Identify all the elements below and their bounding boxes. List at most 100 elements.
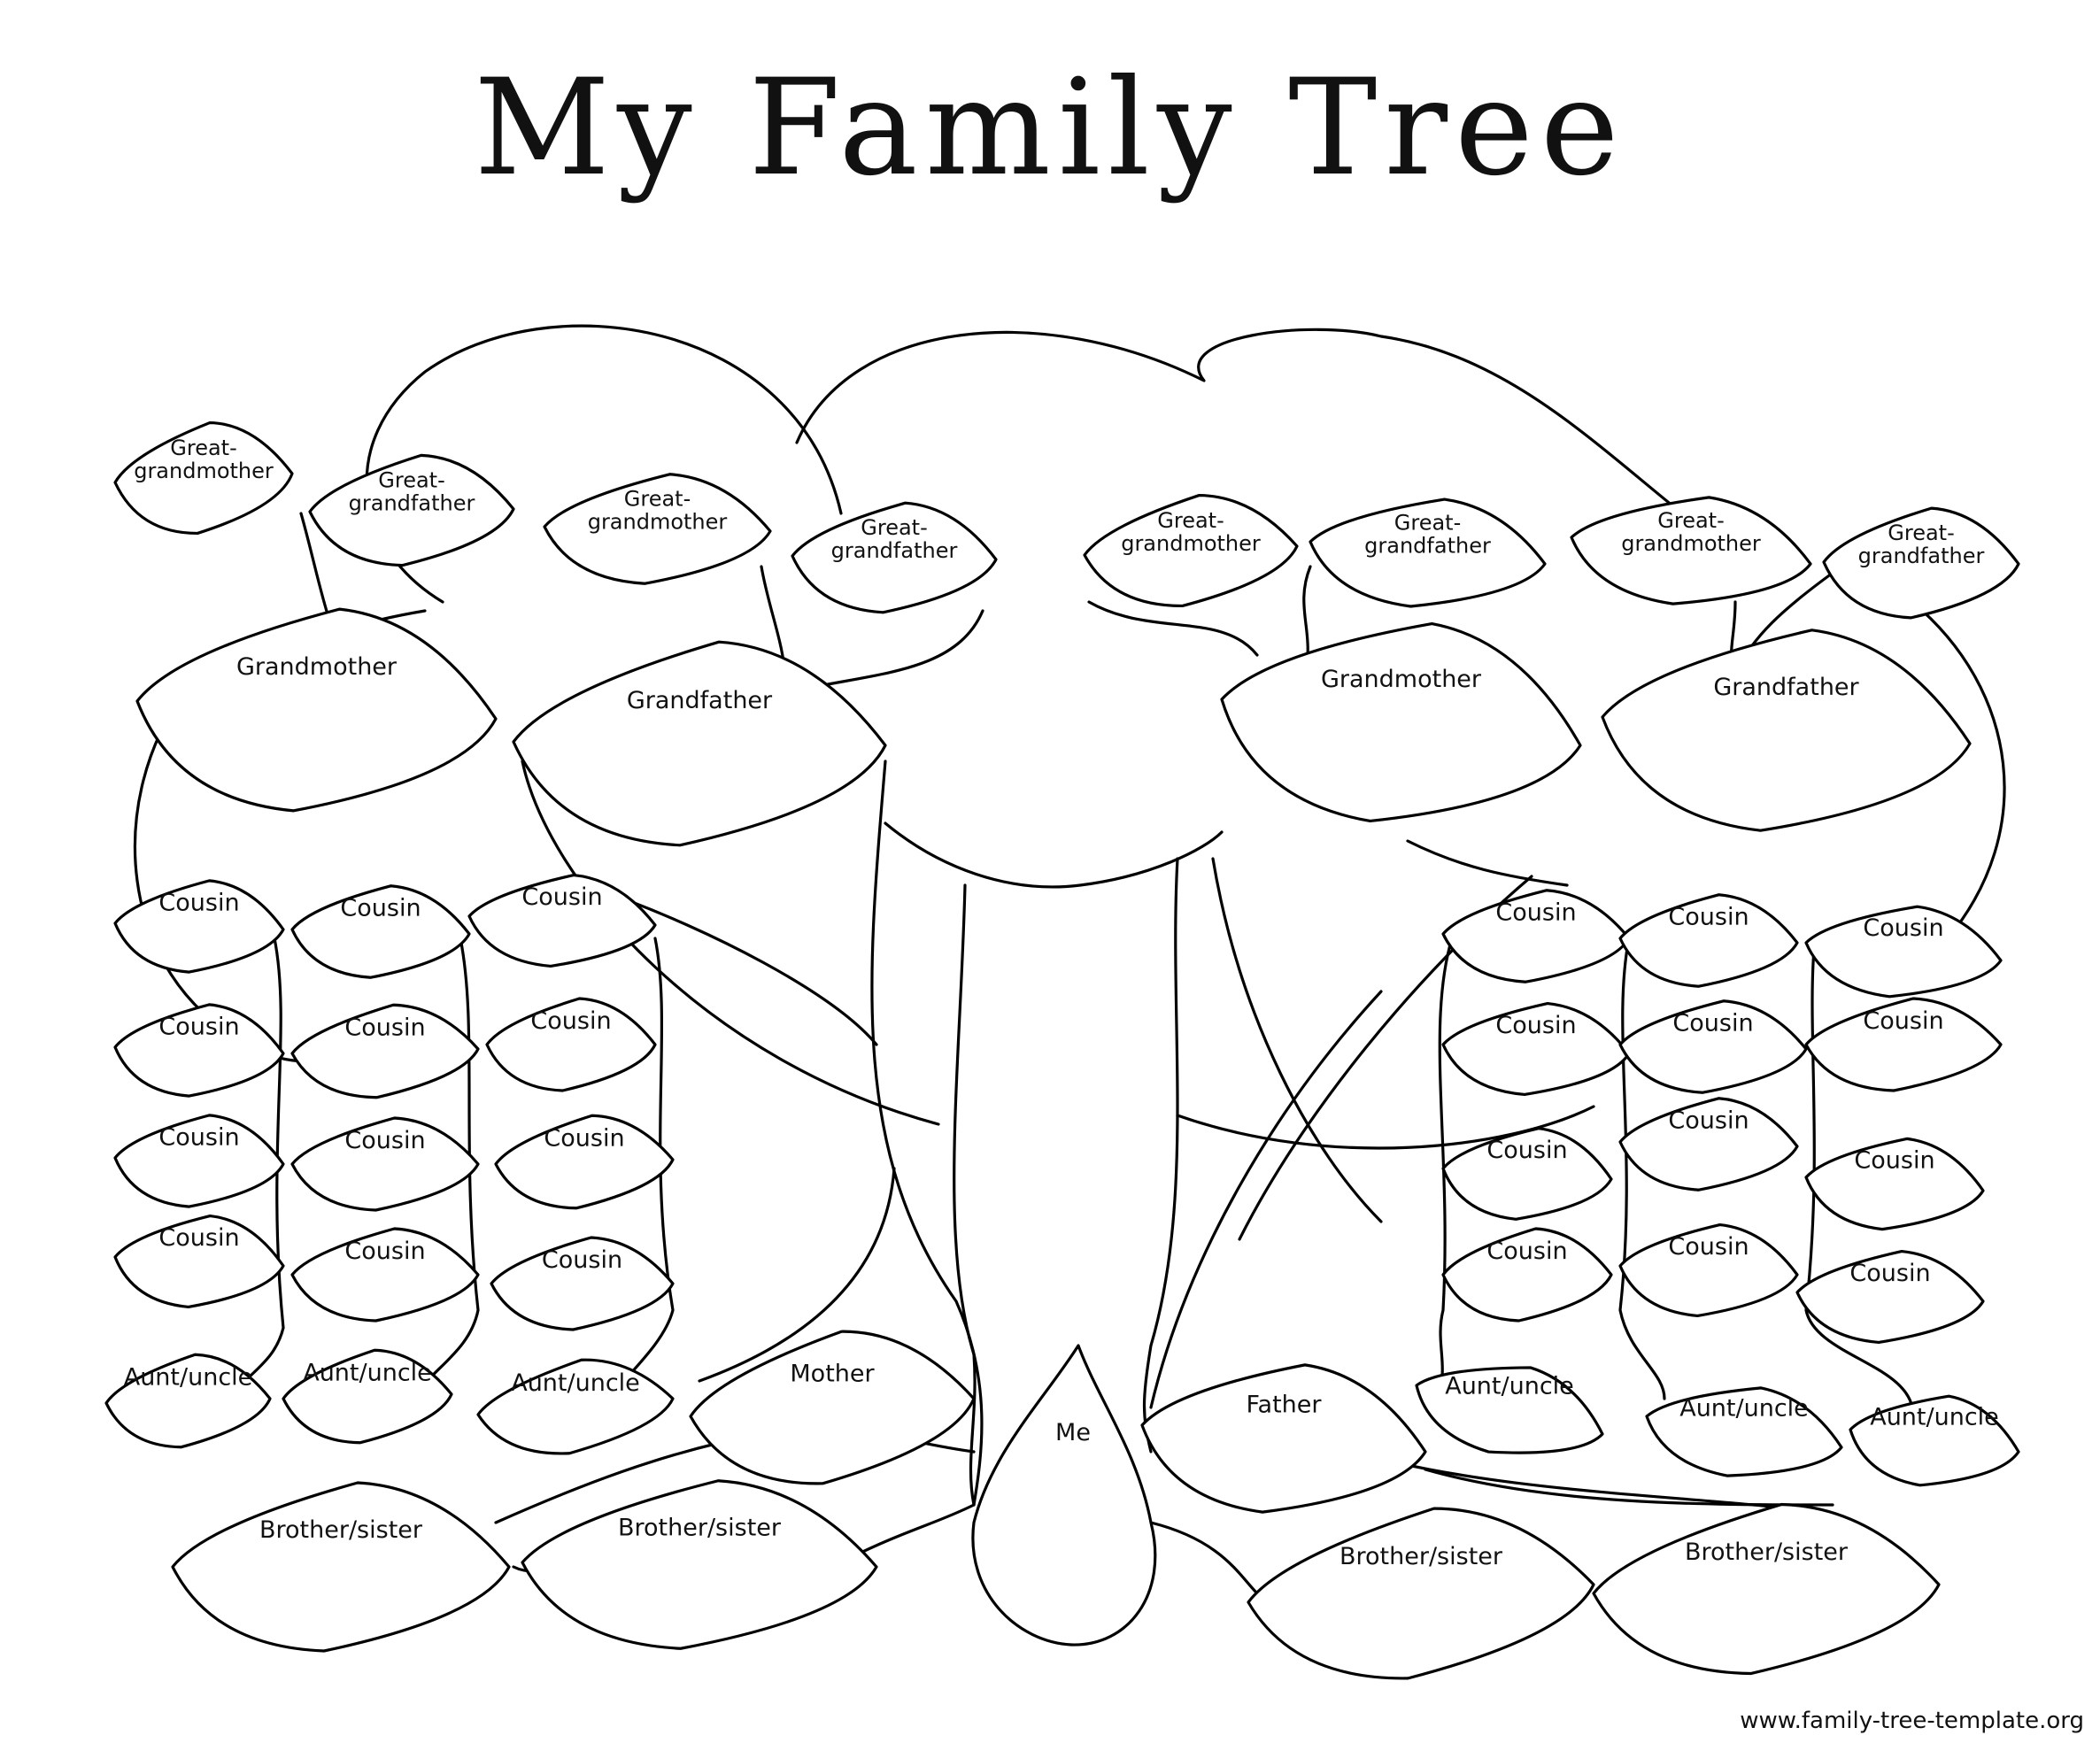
brother-sister-2-leaf-shape (521, 1479, 878, 1650)
cousin-14-label: Cousin (1668, 903, 1749, 930)
grandmother-maternal-label: Grandmother (1321, 666, 1482, 693)
cousin-8-leaf-shape (290, 1116, 480, 1212)
great-grandmother-2-leaf-shape (543, 473, 772, 585)
source-url: www.family-tree-template.org (1740, 1708, 2084, 1734)
canopy-outline-right-lower (1911, 600, 2006, 940)
cousin-7-leaf: Cousin (113, 1114, 285, 1208)
me-leaf-shape (971, 1344, 1157, 1647)
great-grandfather-4-leaf: Great-grandfather (1822, 506, 2020, 620)
cousin-12-label: Cousin (542, 1246, 622, 1274)
grandfather-maternal-leaf-shape (1601, 629, 1972, 832)
cousin-16-label: Cousin (1495, 1012, 1576, 1039)
great-grandmother-3-leaf-shape (1083, 493, 1299, 608)
great-grandfather-4-label: Great-grandfather (1858, 521, 1985, 568)
root-left-cross (870, 760, 984, 1507)
cousin-5-leaf: Cousin (290, 1003, 480, 1099)
father-leaf-shape (1140, 1363, 1427, 1514)
canopy-outline-top (795, 328, 1684, 515)
grandmother-maternal-leaf-shape (1220, 621, 1582, 823)
cousin-18-leaf: Cousin (1804, 997, 2003, 1092)
cousin-4-label: Cousin (158, 1013, 239, 1040)
cousin-16-leaf: Cousin (1441, 1001, 1631, 1097)
brother-sister-4-leaf-shape (1592, 1502, 1941, 1676)
vine-bottom-mid (848, 1503, 976, 1560)
great-grandfather-1-label: Great-grandfather (349, 467, 475, 515)
cousin-23-leaf: Cousin (1618, 1222, 1799, 1318)
cousin-8-label: Cousin (344, 1127, 425, 1154)
aunt-uncle-1-leaf: Aunt/uncle (104, 1353, 272, 1449)
brother-sister-4-leaf: Brother/sister (1592, 1502, 1941, 1676)
cousin-9-leaf-shape (494, 1114, 675, 1210)
cousin-17-leaf: Cousin (1618, 999, 1808, 1094)
great-grandfather-2-leaf-shape (791, 501, 998, 614)
cousin-8-leaf: Cousin (290, 1116, 480, 1212)
cousin-3-leaf: Cousin (467, 873, 657, 968)
cousin-20-leaf-shape (1618, 1097, 1799, 1192)
grandfather-paternal-label: Grandfather (627, 687, 773, 714)
trunk-right-edge (1142, 857, 1179, 1454)
cousin-6-leaf-shape (485, 997, 657, 1092)
mother-leaf-shape (689, 1330, 976, 1485)
great-grandfather-2-leaf: Great-grandfather (791, 501, 998, 614)
cousin-12-leaf-shape (490, 1236, 675, 1331)
cousin-5-leaf-shape (290, 1003, 480, 1099)
cousin-18-label: Cousin (1863, 1007, 1943, 1035)
cousin-22-leaf-shape (1441, 1227, 1613, 1323)
aunt-uncle-4-label: Aunt/uncle (1445, 1372, 1574, 1400)
cousin-14-leaf-shape (1618, 893, 1799, 988)
father-leaf: Father (1140, 1363, 1427, 1514)
cousin-21-label: Cousin (1854, 1146, 1934, 1174)
brother-sister-3-leaf-shape (1247, 1507, 1595, 1680)
cousin-1-leaf: Cousin (113, 879, 285, 974)
aunt-uncle-6-leaf: Aunt/uncle (1849, 1394, 2020, 1487)
cousin-3-leaf-shape (467, 873, 657, 968)
cousin-2-leaf: Cousin (290, 884, 471, 979)
grandmother-paternal-label: Grandmother (236, 653, 398, 681)
cousin-9-label: Cousin (544, 1124, 624, 1152)
grandmother-maternal-leaf: Grandmother (1220, 621, 1582, 823)
great-grandmother-3-leaf: Great-grandmother (1083, 493, 1299, 608)
aunt-uncle-3-leaf: Aunt/uncle (476, 1358, 675, 1455)
grandfather-maternal-leaf: Grandfather (1601, 629, 1972, 832)
mother-label: Mother (790, 1360, 875, 1387)
father-label: Father (1246, 1391, 1322, 1418)
cousin-24-leaf: Cousin (1795, 1249, 1985, 1345)
cousin-23-label: Cousin (1668, 1233, 1749, 1261)
cousin-18-leaf-shape (1804, 997, 2003, 1092)
cousin-10-leaf-shape (113, 1214, 285, 1309)
cousin-21-leaf: Cousin (1804, 1137, 1985, 1231)
great-grandfather-1-leaf-shape (308, 453, 515, 567)
brother-sister-3-leaf: Brother/sister (1247, 1507, 1595, 1680)
branch-left-diag (609, 892, 878, 1046)
cousin-19-label: Cousin (1486, 1137, 1567, 1164)
brother-sister-2-label: Brother/sister (618, 1514, 782, 1541)
brother-sister-1-leaf: Brother/sister (171, 1481, 511, 1653)
vine-col-4 (1432, 937, 1454, 1400)
aunt-uncle-3-label: Aunt/uncle (511, 1369, 640, 1397)
great-grandfather-3-leaf-shape (1309, 497, 1547, 608)
canopy-inner-arc-left (521, 760, 940, 1126)
stem-gm-right (1406, 839, 1569, 887)
cousin-15-leaf-shape (1804, 905, 2003, 999)
cousin-10-leaf: Cousin (113, 1214, 285, 1309)
grandmother-paternal-leaf: Grandmother (135, 607, 498, 813)
grandmother-paternal-leaf-shape (135, 607, 498, 813)
great-grandmother-4-label: Great-grandmother (1621, 508, 1761, 556)
cousin-4-leaf: Cousin (113, 1003, 285, 1098)
cousin-15-leaf: Cousin (1804, 905, 2003, 999)
stem-gg-left-4 (795, 609, 984, 692)
cousin-17-label: Cousin (1672, 1009, 1753, 1037)
great-grandmother-1-leaf-shape (113, 420, 294, 536)
great-grandmother-2-leaf: Great-grandmother (543, 473, 772, 585)
great-grandmother-1-label: Great-grandmother (134, 436, 274, 483)
trunk-left-edge (953, 883, 977, 1507)
great-grandfather-3-leaf: Great-grandfather (1309, 497, 1547, 608)
me-label: Me (1055, 1419, 1091, 1446)
page-title: My Family Tree (474, 51, 1626, 205)
canopy-inner-arc-right (1176, 1105, 1595, 1150)
cousin-11-leaf-shape (290, 1227, 480, 1323)
cousin-2-label: Cousin (340, 894, 421, 922)
aunt-uncle-5-label: Aunt/uncle (1679, 1394, 1809, 1422)
cousin-1-leaf-shape (113, 879, 285, 974)
vine-col-2 (414, 937, 480, 1400)
